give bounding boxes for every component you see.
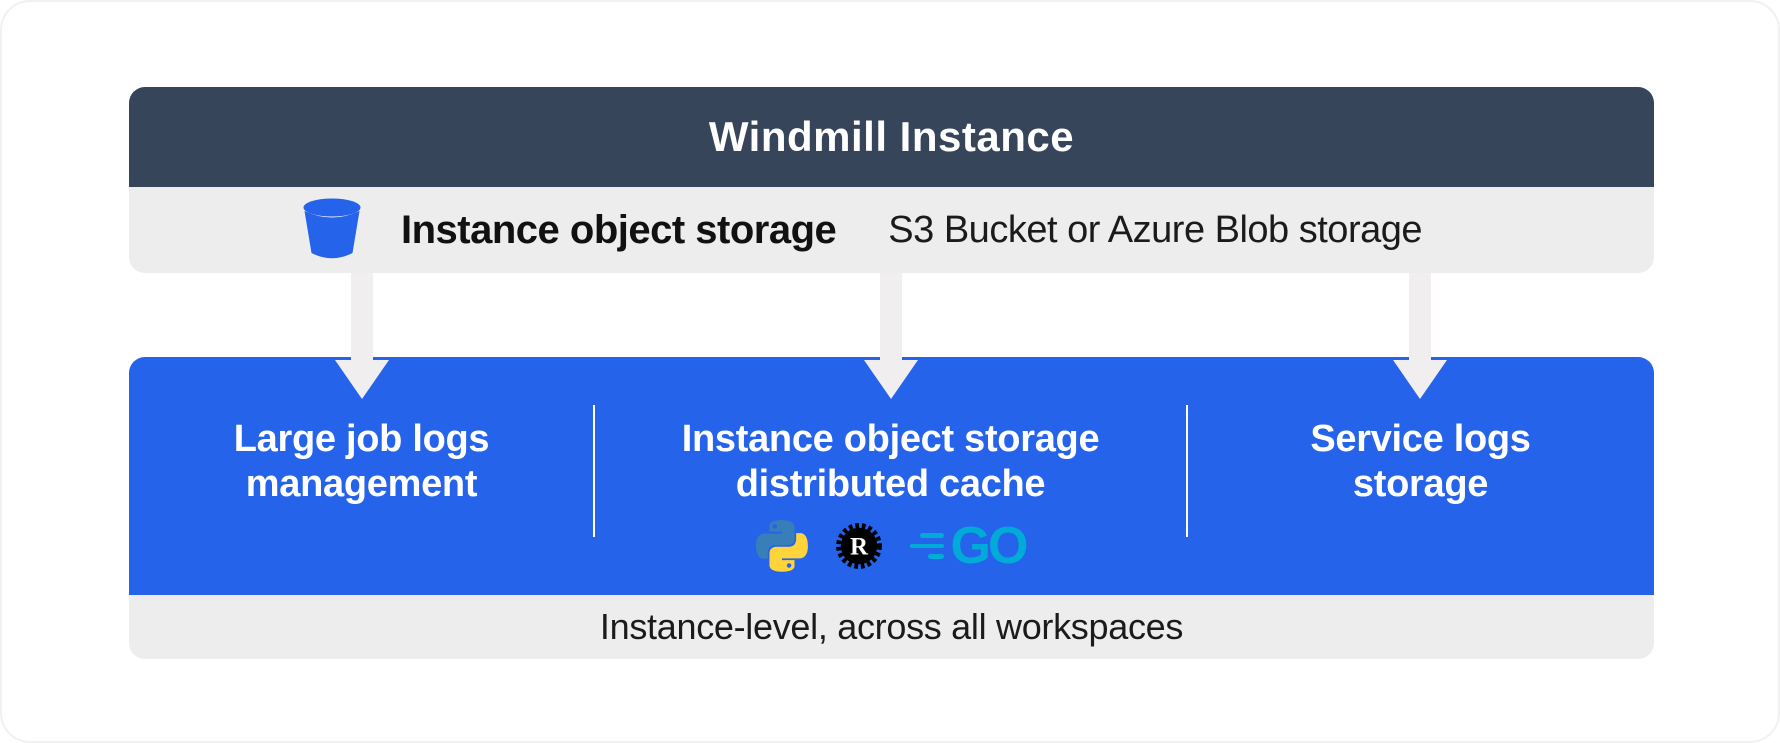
column-heading: Large job logs management <box>234 417 490 507</box>
heading-line: management <box>245 463 478 505</box>
column-divider <box>593 405 595 537</box>
rust-icon: R <box>835 523 882 569</box>
scope-footer-text: Instance-level, across all workspaces <box>599 606 1184 647</box>
column-heading: Instance object storage distributed cach… <box>682 417 1100 507</box>
arrow-stem <box>880 273 902 361</box>
column-service-logs: Service logs storage <box>1187 357 1654 595</box>
windmill-instance-card: Windmill Instance Instance object storag… <box>129 87 1654 273</box>
scope-footer: Instance-level, across all workspaces <box>129 595 1654 659</box>
python-icon <box>755 520 808 572</box>
heading-line: distributed cache <box>735 463 1046 505</box>
down-arrow-icon <box>864 273 918 399</box>
arrow-head <box>864 360 918 399</box>
column-distributed-cache: Instance object storage distributed cach… <box>594 357 1187 595</box>
storage-row-title: Instance object storage <box>401 207 837 252</box>
language-icons: R GO <box>755 517 1029 575</box>
arrow-head <box>335 360 389 399</box>
storage-row-subtitle: S3 Bucket or Azure Blob storage <box>888 208 1422 251</box>
go-wordmark: GO <box>950 517 1029 575</box>
arrow-stem <box>1409 273 1431 361</box>
heading-line: storage <box>1352 463 1489 505</box>
page-title: Windmill Instance <box>708 113 1075 160</box>
arrow-head <box>1393 360 1447 399</box>
windmill-instance-header: Windmill Instance <box>129 87 1654 187</box>
column-large-job-logs: Large job logs management <box>129 357 594 595</box>
go-icon: GO <box>909 517 1029 575</box>
heading-line: Service logs <box>1310 418 1531 460</box>
arrow-stem <box>351 273 373 361</box>
bucket-icon <box>303 198 361 259</box>
column-divider <box>1186 405 1188 537</box>
down-arrow-icon <box>335 273 389 399</box>
column-heading: Service logs storage <box>1310 417 1531 507</box>
go-speed-lines <box>909 533 944 559</box>
heading-line: Large job logs <box>233 418 490 460</box>
svg-text:R: R <box>850 533 869 560</box>
storage-usages-card: Large job logs management Instance objec… <box>129 357 1654 659</box>
down-arrow-icon <box>1393 273 1447 399</box>
instance-object-storage-row: Instance object storage S3 Bucket or Azu… <box>129 187 1654 273</box>
heading-line: Instance object storage <box>681 418 1100 460</box>
